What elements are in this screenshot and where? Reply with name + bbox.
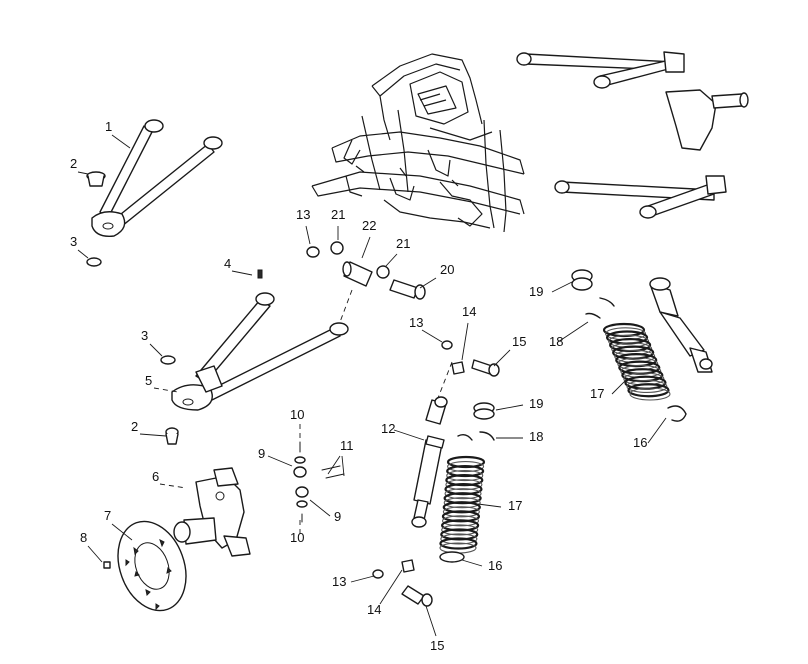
callout-c21b: 21	[396, 236, 410, 251]
spring2-coil	[629, 387, 671, 401]
callout-c15b: 15	[430, 638, 444, 653]
spring2-coil	[627, 383, 670, 398]
callout-c2a: 2	[70, 156, 77, 171]
ball-joint-lower	[165, 427, 179, 445]
split-collar-18-right	[585, 297, 615, 319]
callout-c9a: 9	[258, 446, 265, 461]
shock-absorber	[411, 396, 448, 528]
spring1-coil	[446, 470, 484, 482]
vehicle-frame	[311, 53, 525, 233]
spring1-coil	[441, 524, 479, 536]
retaining-ring-lower	[160, 355, 176, 365]
leader-lines	[77, 134, 667, 637]
callout-c13c: 13	[332, 574, 346, 589]
spring2-coil	[618, 360, 661, 375]
grease-fitting	[257, 269, 263, 279]
spring-seat-19	[473, 402, 495, 420]
nut-13-mid	[441, 340, 453, 350]
steering-knuckle	[173, 467, 251, 557]
hardware-nuts-upper	[293, 441, 309, 523]
spring1-coil	[447, 460, 485, 473]
callout-c4: 4	[224, 256, 231, 271]
cotter-pins	[321, 465, 345, 479]
spring2-coil	[626, 379, 668, 394]
nut-13-low	[372, 569, 384, 579]
spring2-coil	[621, 368, 664, 383]
spring2-coil	[602, 322, 646, 338]
spring1-coil	[440, 533, 478, 545]
coil-spring-right	[602, 322, 671, 401]
spring-retainer-16	[439, 551, 465, 563]
callout-c13a: 13	[296, 207, 310, 222]
callout-c20: 20	[440, 262, 454, 277]
inset-knuckle	[665, 89, 749, 151]
callout-c5: 5	[145, 373, 152, 388]
spring2-coil	[624, 375, 667, 390]
lower-a-arm	[171, 292, 349, 411]
callout-c13b: 13	[409, 315, 423, 330]
spacer-14-mid	[451, 361, 465, 375]
callout-c18a: 18	[549, 334, 563, 349]
callout-c22: 22	[362, 218, 376, 233]
callout-c15a: 15	[512, 334, 526, 349]
callout-c10a: 10	[290, 407, 304, 422]
shock-absorber-right	[649, 277, 713, 373]
spring1-coil	[439, 537, 478, 550]
callout-c11: 11	[340, 438, 354, 453]
callout-c14a: 14	[462, 304, 476, 319]
callout-c19a: 19	[529, 284, 543, 299]
spring1-coil	[442, 506, 480, 518]
callout-c14b: 14	[367, 602, 381, 617]
callout-c8: 8	[80, 530, 87, 545]
disc-screw	[103, 561, 111, 569]
ball-joint-upper	[86, 171, 106, 187]
spring-seat-19-right	[571, 269, 593, 291]
callout-c3b: 3	[141, 328, 148, 343]
callout-c17b: 17	[508, 498, 522, 513]
callout-c1: 1	[105, 119, 112, 134]
bolt-15-mid	[471, 359, 500, 377]
nut-13	[306, 246, 320, 258]
callout-c2b: 2	[131, 419, 138, 434]
spring2-coil	[615, 353, 658, 368]
spacer-14-low	[401, 559, 415, 573]
callout-c3a: 3	[70, 234, 77, 249]
spring2-coil	[609, 337, 652, 353]
callout-c10b: 10	[290, 530, 304, 545]
split-collar-18	[457, 431, 495, 441]
spring1-coil	[444, 488, 482, 500]
spring1-coil	[445, 479, 483, 491]
washer-21a	[330, 241, 344, 255]
spring1-coil	[441, 515, 480, 527]
spring1-coil	[443, 497, 481, 509]
spring-retainer-16-right	[667, 405, 687, 422]
pivot-bolt-20	[389, 279, 426, 300]
callout-c12: 12	[381, 421, 395, 436]
callout-c6: 6	[152, 469, 159, 484]
washer-21b	[376, 265, 390, 279]
callout-c16a: 16	[633, 435, 647, 450]
brake-disc-guard	[117, 520, 187, 612]
upper-a-arm	[91, 119, 223, 237]
coil-spring-front	[439, 455, 486, 554]
spring2-coil	[605, 330, 649, 345]
callout-c16b: 16	[488, 558, 502, 573]
callout-c7: 7	[104, 508, 111, 523]
callout-c18b: 18	[529, 429, 543, 444]
inset-upper-arm	[516, 51, 685, 89]
bolt-15-low	[401, 585, 433, 607]
bushing-22	[342, 261, 373, 287]
callout-c19b: 19	[529, 396, 543, 411]
callout-c21a: 21	[331, 207, 345, 222]
callout-c17a: 17	[590, 386, 604, 401]
retaining-ring-upper	[86, 257, 102, 267]
spring2-coil	[612, 345, 655, 360]
inset-lower-arm	[554, 175, 727, 219]
callout-c9b: 9	[334, 509, 341, 524]
